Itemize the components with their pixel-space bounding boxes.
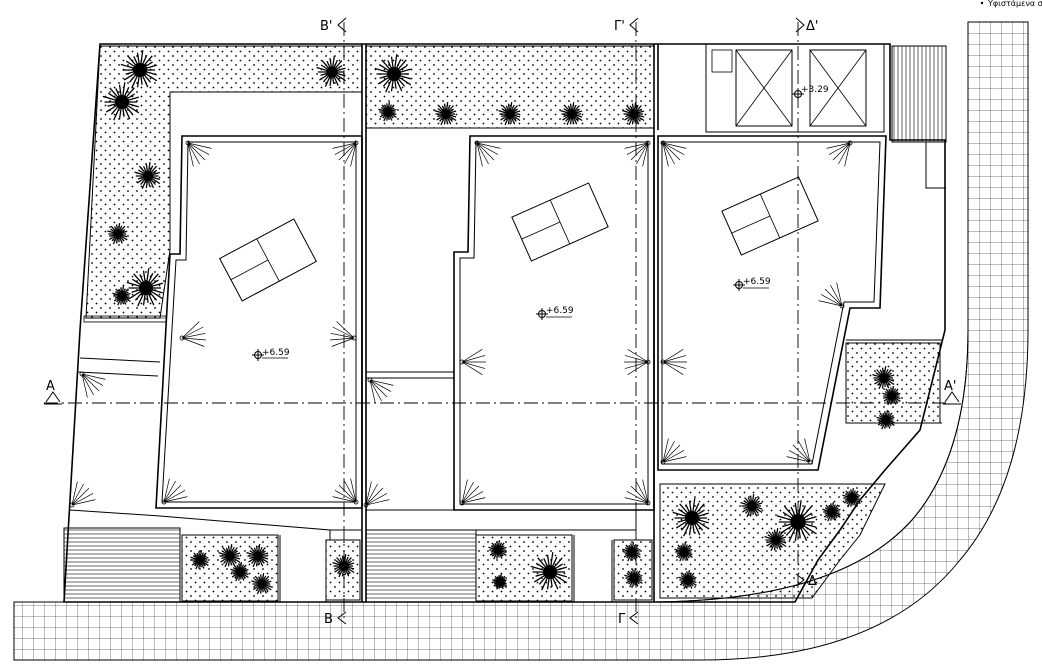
roof-drain [624,479,651,506]
roof-drain [818,282,845,309]
roof-drain [332,140,359,167]
svg-text:A': A' [944,379,956,394]
tree-symbol [190,550,209,570]
section-marker-d: Δ [795,573,817,589]
section-marker-d-prime: Δ' [795,17,818,34]
tree-symbol [246,544,269,568]
svg-text:Γ': Γ' [614,19,625,34]
tree-symbol [434,102,457,126]
svg-text:B': B' [320,19,333,34]
tree-symbol [764,528,787,552]
section-marker-g-prime: Γ' [614,17,639,34]
hatched-areas [63,45,947,603]
section-marker-a: A [44,379,62,405]
elevation-roof-middle: +6.59 [536,306,574,320]
tree-symbol [822,502,841,522]
section-marker-g: Γ [618,611,639,627]
tree-symbol [842,488,861,508]
tree-symbol [374,54,412,93]
svg-text:Γ: Γ [618,612,626,627]
roof-drain [79,371,106,398]
roof-drain [179,321,206,347]
tree-symbol [672,498,710,537]
roof-drain [332,478,359,505]
tree-symbol [560,102,583,126]
section-axes [44,22,950,618]
svg-text:B: B [324,612,333,627]
section-marker-b: B [324,611,347,627]
tree-symbol [126,268,164,307]
section-marker-a-prime: A' [943,379,961,405]
tree-symbol [678,570,697,590]
tree-symbol [102,82,140,121]
svg-text:Υφιστάμενα σύ: Υφιστάμενα σύ [987,0,1042,8]
roof-drain [363,481,390,508]
tree-symbol [492,574,508,590]
roof-drain [624,140,651,167]
roof-drain [161,478,188,505]
svg-text:+6.59: +6.59 [546,306,574,316]
elevation-stair-roof: +3.29 [792,85,829,100]
elevation-marks: +6.59 +6.59 +6.59 +3.29 [252,85,829,361]
roof-drain [459,479,486,506]
tree-symbol [624,568,643,588]
section-marker-b-prime: B' [320,17,347,34]
tree-symbol [112,286,131,306]
roof-drain [330,321,357,347]
tree-symbol [120,50,158,89]
roof-drain [459,349,486,375]
svg-text:Δ': Δ' [806,19,818,34]
tree-symbol [316,56,346,87]
tree-symbol [882,386,901,406]
svg-text:Δ: Δ [808,574,817,589]
stair-boxes [711,49,867,127]
solar-panels [218,176,819,302]
tree-symbol [740,494,763,518]
tree-symbol [876,410,895,430]
tree-symbol [378,102,397,122]
tree-symbol [134,162,161,189]
tree-symbol [251,573,272,595]
elevation-roof-left: +6.59 [252,348,290,361]
svg-text:+6.59: +6.59 [262,348,290,358]
existing-note: Υφιστάμενα σύ [980,0,1042,8]
roof-left [155,135,363,509]
roof-drains [69,140,853,508]
roof-drain [624,349,651,375]
roof-drain [826,140,853,167]
tree-symbol [872,366,895,390]
tree-symbol [332,554,355,578]
roof-middle [453,135,655,511]
svg-text:+3.29: +3.29 [801,85,829,95]
roof-drain [367,377,394,404]
tree-symbol [674,542,693,562]
tree-symbol [498,102,521,126]
tree-symbol [530,552,568,591]
svg-text:+6.59: +6.59 [743,277,771,287]
tree-symbol [230,562,249,582]
tree-symbol [488,540,507,560]
roof-drain [786,438,813,465]
roof-drain [185,140,212,167]
elevation-roof-right: +6.59 [733,277,771,291]
roof-drain [660,140,687,167]
roof-drain [69,481,96,508]
roof-drain [660,438,687,465]
section-markers: A A' B B' Γ Γ' Δ Δ' [44,17,961,627]
svg-text:A: A [46,379,55,394]
tree-symbol [218,544,241,568]
tree-symbol [622,102,645,126]
tree-symbol [107,223,128,245]
roof-drain [660,349,687,375]
roof-drain [474,140,501,167]
